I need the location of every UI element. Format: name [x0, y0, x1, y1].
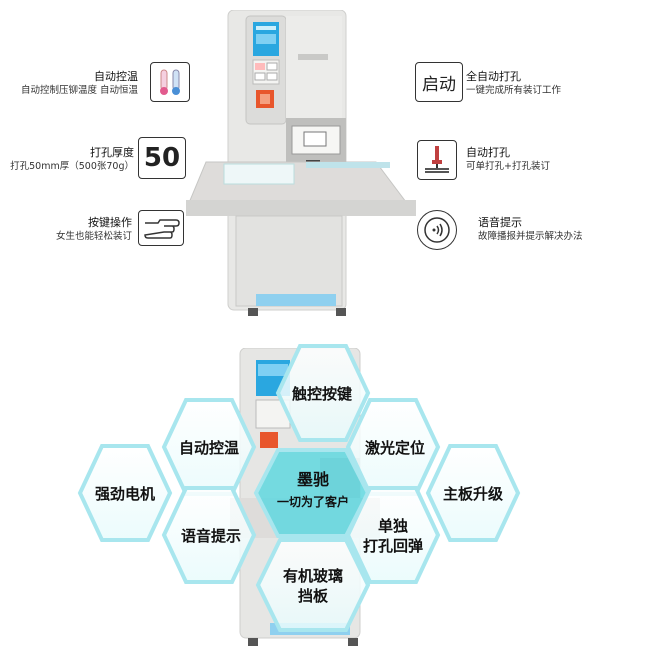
feature-thickness-title: 打孔厚度 — [90, 146, 134, 159]
feature-temp-subtitle: 自动控制压铆温度 自动恒温 — [20, 85, 138, 96]
hex-punch-rebound — [345, 486, 441, 584]
feature-keys-subtitle: 女生也能轻松装订 — [55, 231, 132, 242]
brand-name: 墨驰 — [296, 470, 329, 489]
feature-auto: 全自动打孔 一键完成所有装订工作 — [466, 70, 561, 98]
hex-voice — [161, 486, 257, 584]
hex-acrylic — [255, 538, 371, 632]
feature-voice-title: 语音提示 — [478, 216, 522, 229]
start-key-icon: 启动 — [415, 62, 463, 102]
hex-acrylic-label-1: 有机玻璃 — [282, 567, 343, 585]
drill-icon — [417, 140, 457, 180]
hex-motor-label: 强劲电机 — [94, 485, 155, 503]
hex-board-label: 主板升级 — [442, 485, 503, 503]
feature-thickness-subtitle: 打孔50mm厚（500张70g） — [10, 161, 134, 172]
speaker-icon — [417, 210, 457, 250]
hex-punch-rebound-label-2: 打孔回弹 — [362, 537, 423, 555]
hex-auto-temp-label: 自动控温 — [178, 439, 239, 457]
thickness-value: 50 — [138, 137, 186, 179]
brand-slogan: 一切为了客户 — [276, 495, 349, 509]
feature-temp-title: 自动控温 — [94, 70, 138, 83]
hex-laser-label: 激光定位 — [364, 439, 425, 457]
hand-pointer-icon — [138, 210, 184, 246]
hex-center — [253, 448, 371, 538]
feature-voice-subtitle: 故障播报并提示解决办法 — [478, 231, 583, 242]
feature-thickness: 打孔厚度 打孔50mm厚（500张70g） — [4, 146, 134, 174]
hex-touch-keys — [275, 344, 371, 442]
feature-keys: 按键操作 女生也能轻松装订 — [4, 216, 132, 244]
feature-punch-title: 自动打孔 — [466, 146, 510, 159]
hex-punch-rebound-label-1: 单独 — [377, 517, 408, 535]
feature-auto-subtitle: 一键完成所有装订工作 — [466, 85, 562, 96]
feature-punch: 自动打孔 可单打孔+打孔装订 — [466, 146, 550, 174]
feature-punch-subtitle: 可单打孔+打孔装订 — [466, 161, 550, 172]
hex-voice-label: 语音提示 — [180, 527, 241, 545]
feature-voice: 语音提示 故障播报并提示解决办法 — [478, 216, 583, 244]
thermometer-icon — [150, 62, 190, 102]
hex-acrylic-label-2: 挡板 — [297, 587, 328, 605]
hex-motor — [77, 444, 173, 542]
feature-keys-title: 按键操作 — [88, 216, 132, 229]
hex-touch-keys-label: 触控按键 — [291, 385, 352, 403]
hex-board — [425, 444, 521, 542]
binding-machine-image — [186, 10, 416, 316]
feature-temp: 自动控温 自动控制压铆温度 自动恒温 — [4, 70, 138, 98]
feature-auto-title: 全自动打孔 — [466, 70, 521, 83]
